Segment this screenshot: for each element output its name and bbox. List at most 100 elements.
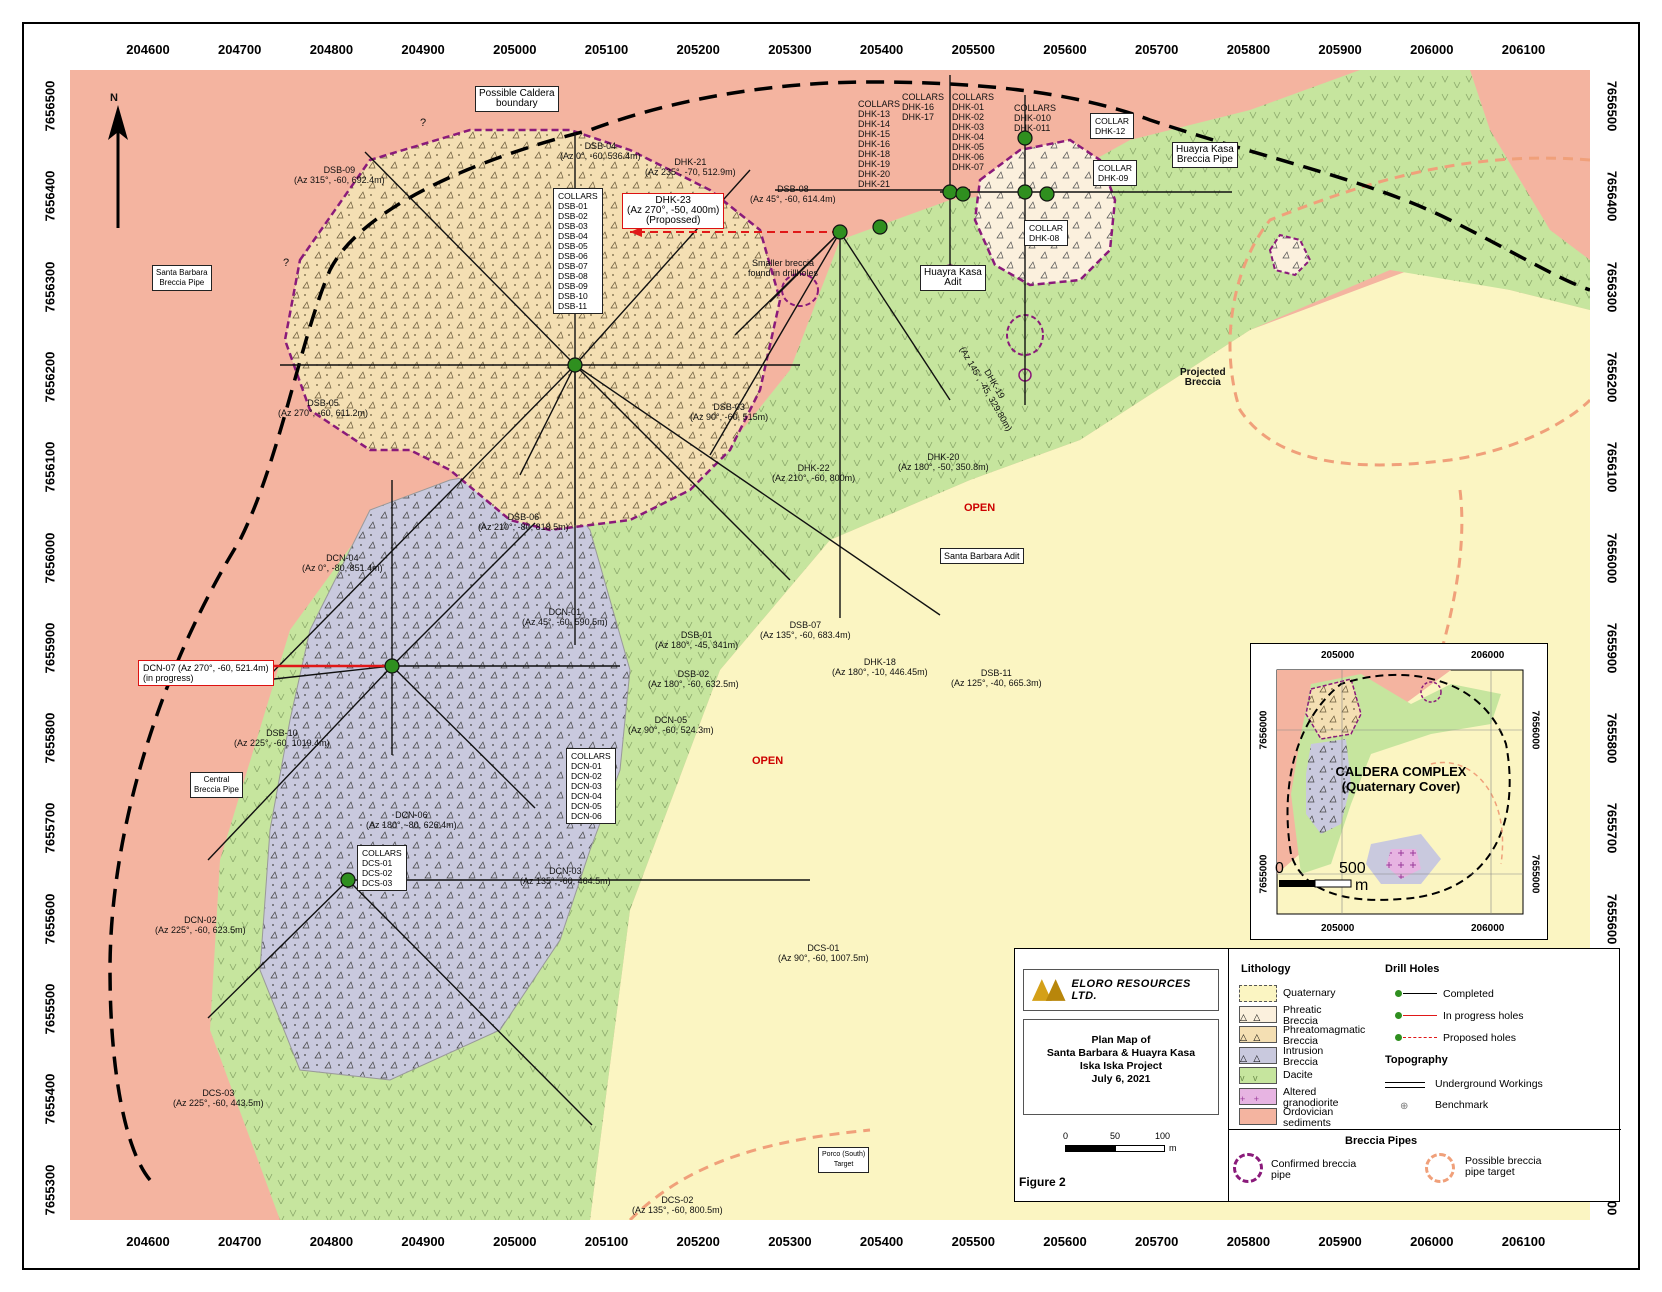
x-tick-bot: 204900: [401, 1234, 445, 1249]
lithology-label: Phreatic Breccia: [1283, 1003, 1322, 1027]
figure-label: Figure 2: [1019, 1175, 1066, 1189]
collar-box-dhk-09: COLLAR DHK-09: [1093, 160, 1138, 186]
target-east: [1228, 156, 1590, 467]
caldera-boundary: [108, 80, 1590, 1182]
y-tick-left: 7655600: [42, 893, 58, 944]
inset-scale-500: 500: [1339, 860, 1366, 877]
huayra-kasa-callout: Huayra Kasa Breccia Pipe: [1172, 142, 1238, 168]
x-tick-bot: 205300: [768, 1234, 812, 1249]
hole-label-dhk-23: DHK-23 (Az 270°, -50, 400m) (Propossed): [622, 193, 725, 229]
x-tick-bot: 205200: [676, 1234, 720, 1249]
x-tick-bot: 204700: [217, 1234, 262, 1249]
x-tick-top: 204800: [309, 42, 354, 57]
hole-label-dsb-03: DSB-03 (Az 90°, -60, 515m): [690, 402, 769, 422]
y-tick-right: 7655800: [1604, 712, 1620, 764]
plan-title-box: Plan Map of Santa Barbara & Huayra Kasa …: [1023, 1019, 1219, 1115]
lithology-label: Dacite: [1283, 1069, 1313, 1081]
x-tick-bot: 206000: [1410, 1234, 1454, 1249]
santa-barbara-callout: Santa Barbara Breccia Pipe: [152, 265, 212, 291]
inset-scale-0: 0: [1275, 860, 1284, 877]
hole-label-dhk-20: DHK-20 (Az 180°, -50, 350.8m): [898, 452, 989, 472]
lithology-swatch: + +: [1239, 1087, 1277, 1105]
drill-legend-collar: [1395, 1012, 1402, 1019]
x-tick-top: 205200: [676, 42, 720, 57]
collar-box-dcn: COLLARS DCN-01 DCN-02 DCN-03 DCN-04 DCN-…: [566, 748, 616, 824]
inset-y-right-2: 7655000: [1529, 854, 1541, 894]
inset-scale-unit: m: [1355, 877, 1369, 894]
hole-label-dsb-06: DSB-06 (Az 210°, -80, 818.5m): [478, 512, 569, 532]
collar-box-dhk-08: COLLAR DHK-08: [1024, 220, 1069, 246]
y-tick-right: 7656300: [1604, 261, 1620, 312]
x-tick-bot: 205900: [1318, 1234, 1362, 1249]
legend-scale-bar: 0 50 100 m: [1063, 1131, 1177, 1157]
lithology-label: Intrusion Breccia: [1283, 1044, 1324, 1068]
legend-scale-100: 100: [1155, 1131, 1171, 1141]
hole-label-dsb-11: DSB-11 (Az 125°, -40, 665.3m): [951, 668, 1042, 688]
hole-label-dcs-01: DCS-01 (Az 90°, -60, 1007.5m): [778, 943, 869, 963]
topo-underground: Underground Workings: [1435, 1078, 1543, 1090]
lithology-swatch: [1239, 985, 1277, 1002]
legend: ELORO RESOURCES LTD. Plan Map of Santa B…: [1014, 948, 1621, 1202]
topography-title: Topography: [1385, 1054, 1448, 1066]
y-tick-right: 7656000: [1604, 532, 1620, 583]
y-tick-left: 7655900: [42, 622, 58, 674]
hole-label-dcn-07: DCN-07 (Az 270°, -60, 521.4m) (in progre…: [138, 660, 274, 686]
x-tick-top: 205700: [1134, 42, 1179, 57]
x-tick-top: 205300: [768, 42, 812, 57]
x-tick-top: 204600: [126, 42, 170, 57]
inset-y-left-1: 7656000: [1258, 710, 1270, 750]
x-tick-bot: 205000: [493, 1234, 537, 1249]
open-label-1: OPEN: [964, 502, 996, 514]
inset-y-left-2: 7655000: [1258, 854, 1270, 894]
santa-barbara-adit-callout: Santa Barbara Adit: [940, 548, 1024, 564]
question-mark-2: ?: [283, 257, 290, 269]
x-tick-top: 205000: [493, 42, 537, 57]
hole-label-dsb-10: DSB-10 (Az 225°, -60, 1019.4m): [234, 728, 330, 748]
x-tick-bot: 205100: [584, 1234, 629, 1249]
drill-legend-label: Proposed holes: [1443, 1032, 1516, 1044]
hole-label-dcs-03: DCS-03 (Az 225°, -60, 443.5m): [173, 1088, 264, 1108]
inset-x-top-1: 205000: [1321, 650, 1355, 661]
hole-label-dsb-09: DSB-09 (Az 315°, -60, 692.4m): [294, 165, 385, 185]
lithology-swatch: △ △: [1239, 1046, 1277, 1064]
collar-box-dhk-12: COLLAR DHK-12: [1090, 113, 1135, 139]
y-tick-left: 7655700: [42, 803, 58, 854]
inset-x-bottom-1: 205000: [1321, 923, 1355, 934]
breccia-pipes-title: Breccia Pipes: [1345, 1135, 1418, 1147]
x-tick-bot: 205400: [859, 1234, 904, 1249]
lithology-label: Ordovician sediments: [1283, 1106, 1334, 1129]
confirmed-pipe-swatch: [1233, 1153, 1263, 1183]
company-logo-box: ELORO RESOURCES LTD.: [1023, 969, 1219, 1011]
hole-label-dsb-07: DSB-07 (Az 135°, -60, 683.4m): [760, 620, 851, 640]
x-tick-top: 204900: [401, 42, 445, 57]
company-logo-icon: [1031, 979, 1066, 1001]
hole-label-dcn-04: DCN-04 (Az 0°, -80, 851.4m): [302, 553, 383, 573]
hole-label-dsb-04: DSB-04 (Az 0°, -60, 536.4m): [560, 141, 641, 161]
question-mark-1: ?: [420, 117, 427, 129]
drill-legend-collar: [1395, 1034, 1402, 1041]
y-tick-left: 7656500: [42, 80, 58, 132]
collar-markers: [340, 130, 1055, 888]
x-tick-bot: 206100: [1501, 1234, 1546, 1249]
confirmed-pipe-label: Confirmed breccia pipe: [1271, 1158, 1357, 1181]
legend-scale-unit: m: [1169, 1143, 1177, 1153]
huayra-kasa-breccia-pipe: [973, 138, 1117, 287]
drill-holes-title: Drill Holes: [1385, 963, 1440, 975]
huayra-adit-callout: Huayra Kasa Adit: [920, 265, 986, 291]
smaller-breccia: [781, 273, 819, 307]
collar-label-dhk-c: COLLARS DHK-01 DHK-02 DHK-03 DHK-04 DHK-…: [952, 92, 995, 172]
lithology-label: Phreatomagmatic Breccia: [1283, 1024, 1366, 1047]
y-tick-left: 7656300: [42, 261, 58, 312]
hole-label-dsb-05: DSB-05 (Az 270°, -60, 611.2m): [278, 398, 368, 418]
y-tick-right: 7655600: [1604, 893, 1620, 944]
x-tick-top: 205400: [859, 42, 904, 57]
hole-label-dsb-02: DSB-02 (Az 180°, -60, 632.5m): [648, 669, 739, 689]
collar-label-dhk-b: COLLARS DHK-16 DHK-17: [902, 92, 945, 122]
open-label-2: OPEN: [752, 755, 784, 767]
plan-title: Plan Map of Santa Barbara & Huayra Kasa …: [1046, 1034, 1196, 1085]
drill-legend-line: [1403, 1037, 1437, 1038]
projected-breccia-label: Projected Breccia: [1180, 367, 1226, 388]
lithology-swatch: △ △: [1239, 1005, 1277, 1023]
north-arrow: [108, 105, 128, 228]
drill-legend-collar: [1395, 990, 1402, 997]
